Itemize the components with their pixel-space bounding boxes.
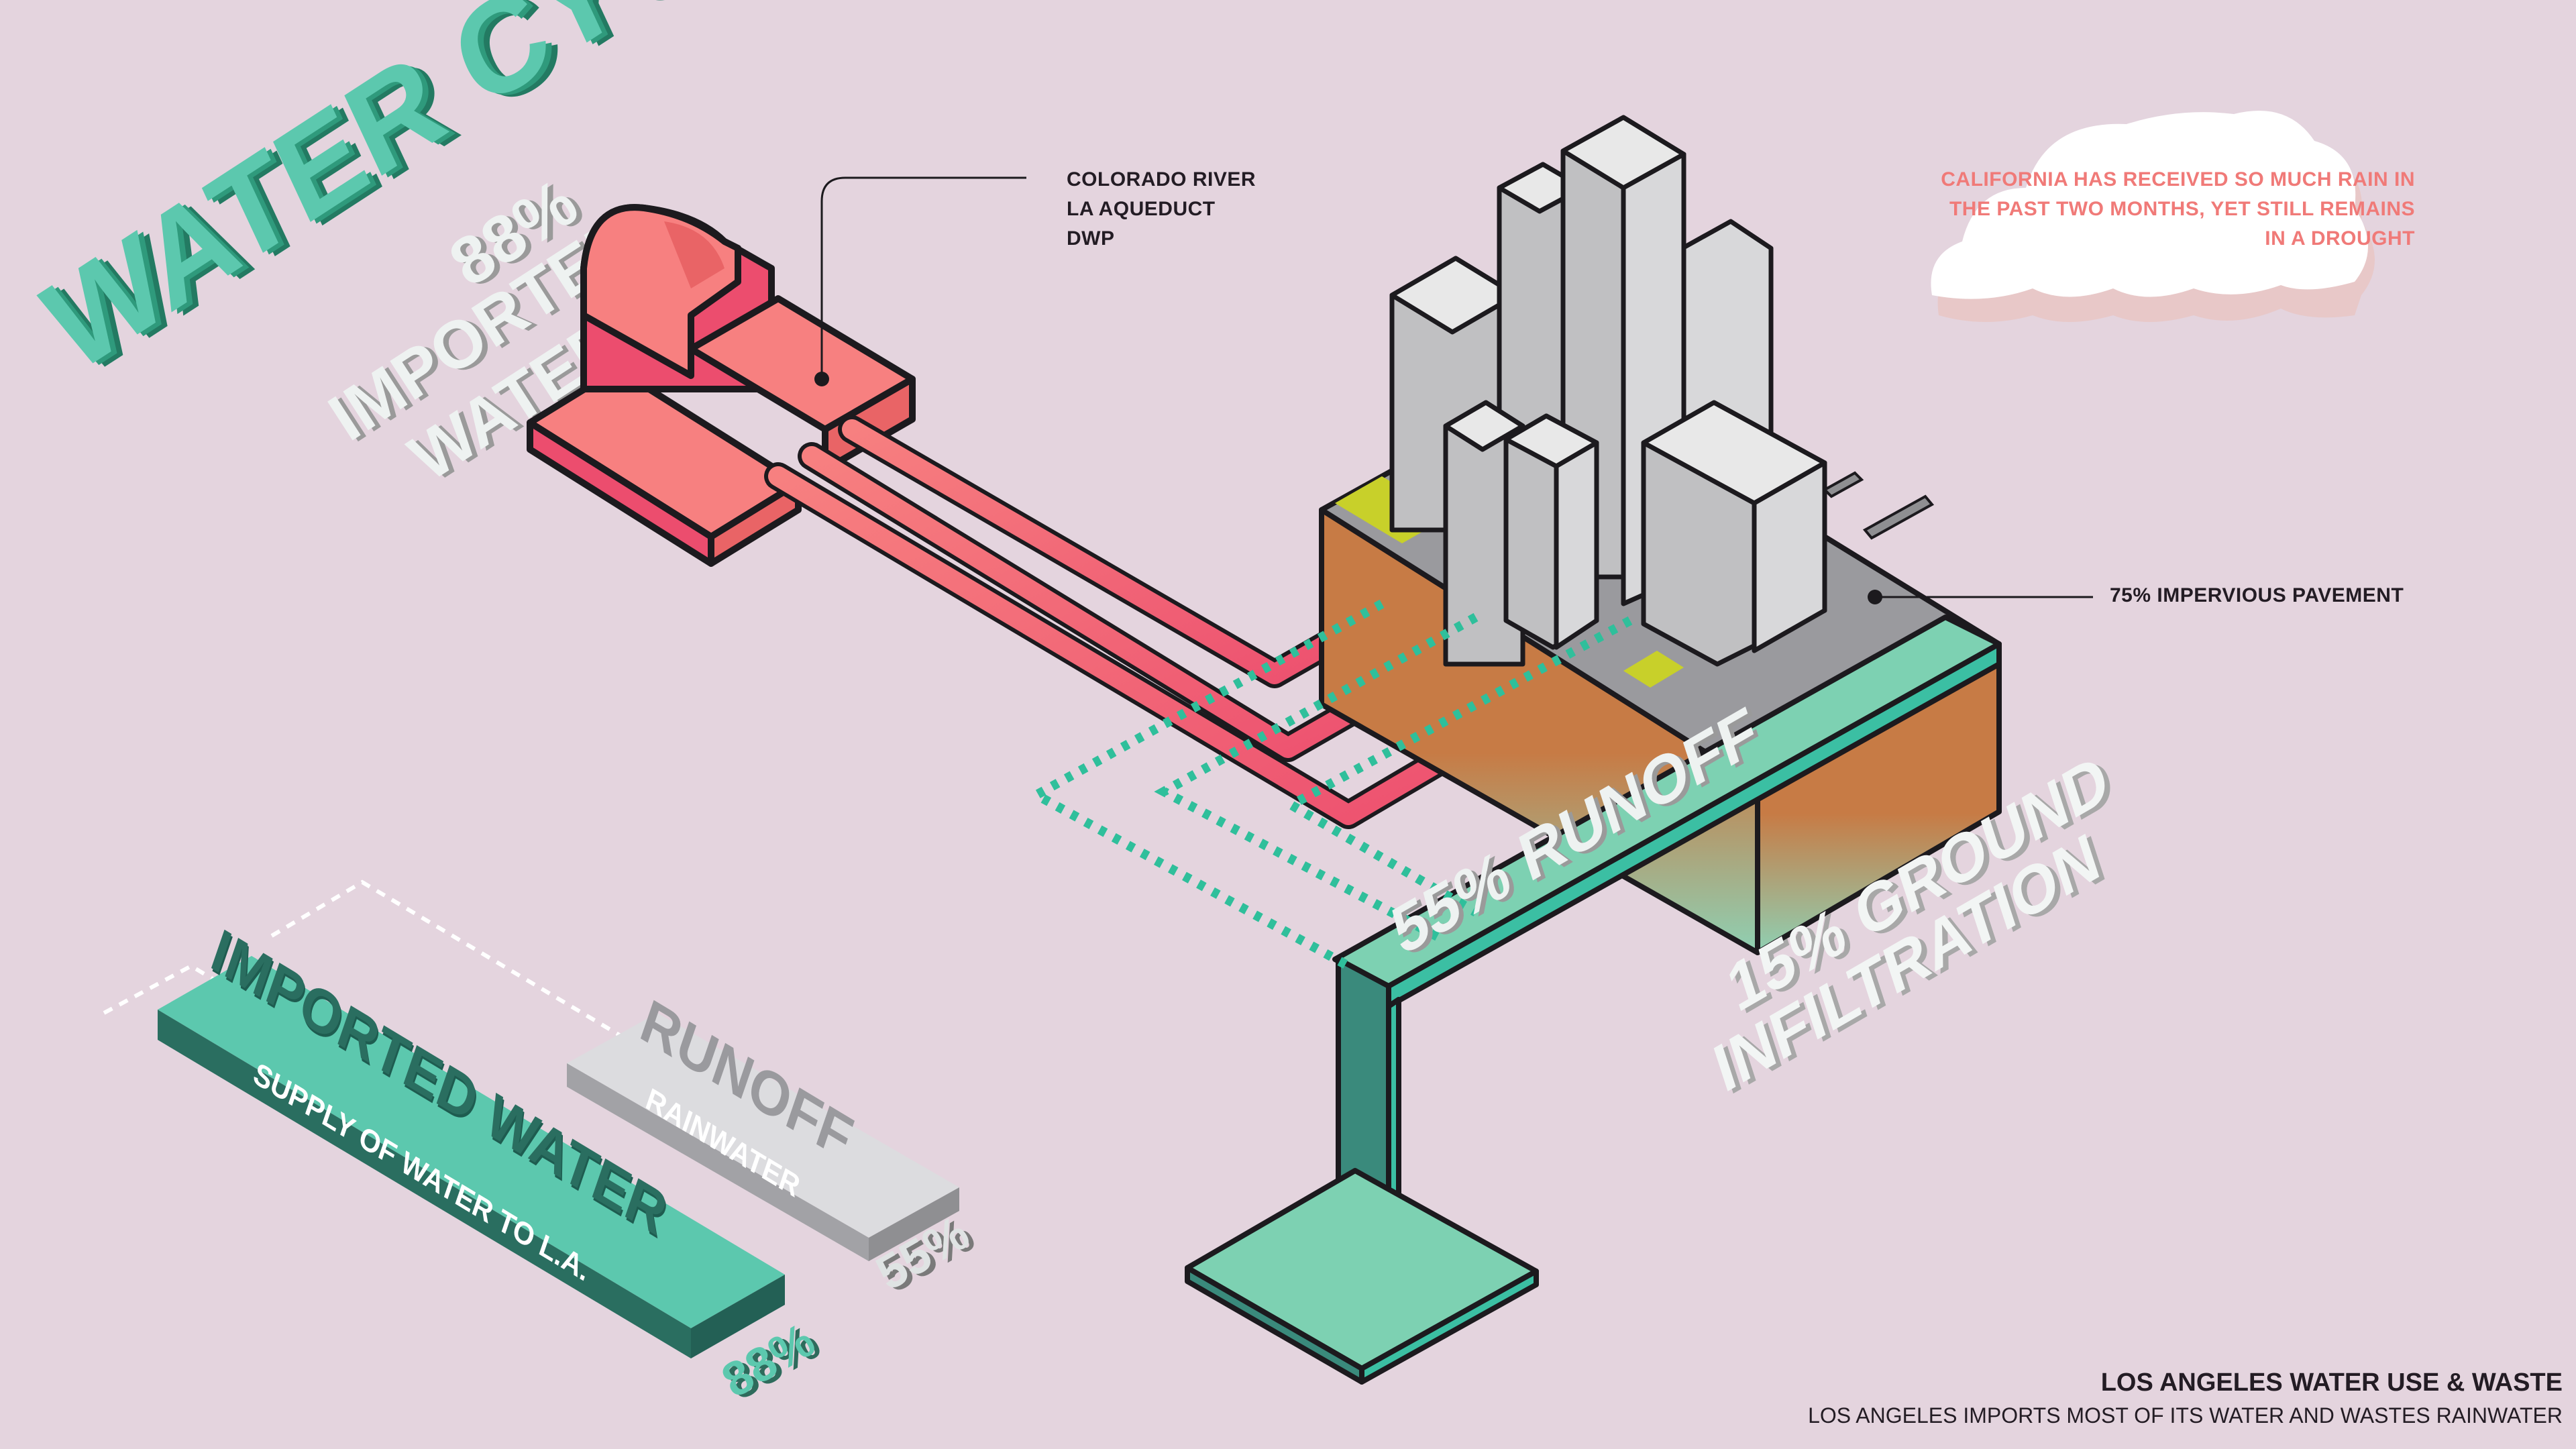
legend-runoff-bar [567, 1013, 959, 1261]
drought-note-line: THE PAST TWO MONTHS, YET STILL REMAINS [1949, 198, 2415, 220]
footer-subtitle: LOS ANGELES IMPORTS MOST OF ITS WATER AN… [1808, 1403, 2563, 1428]
aqueduct-source [527, 204, 916, 567]
cloud-icon [1931, 111, 2375, 322]
source-colorado-river: COLORADO RIVER [1067, 168, 1256, 191]
legend: IMPORTED WATER IMPORTED WATER SUPPLY OF … [103, 879, 983, 1410]
green-space-patch [1623, 651, 1684, 688]
rainwater-runoff-paths [1026, 599, 1633, 971]
pavement-callout: 75% IMPERVIOUS PAVEMENT [2110, 584, 2404, 606]
footer-title: LOS ANGELES WATER USE & WASTE [2100, 1368, 2563, 1397]
sources-callout: COLORADO RIVER LA AQUEDUCT DWP [1067, 165, 1256, 254]
runoff-channel [1185, 614, 2002, 1385]
drought-note-line: IN A DROUGHT [2265, 227, 2415, 250]
source-la-aqueduct: LA AQUEDUCT [1067, 198, 1216, 220]
storm-drains [1822, 471, 1935, 540]
city-buildings [1389, 115, 1827, 667]
drought-note-line: CALIFORNIA HAS RECEIVED SO MUCH RAIN IN [1941, 168, 2415, 191]
legend-imported-bar [158, 956, 785, 1358]
source-dwp: DWP [1067, 227, 1115, 250]
source-leader-line [820, 176, 1026, 379]
drought-note: CALIFORNIA HAS RECEIVED SO MUCH RAIN IN … [1941, 165, 2415, 254]
